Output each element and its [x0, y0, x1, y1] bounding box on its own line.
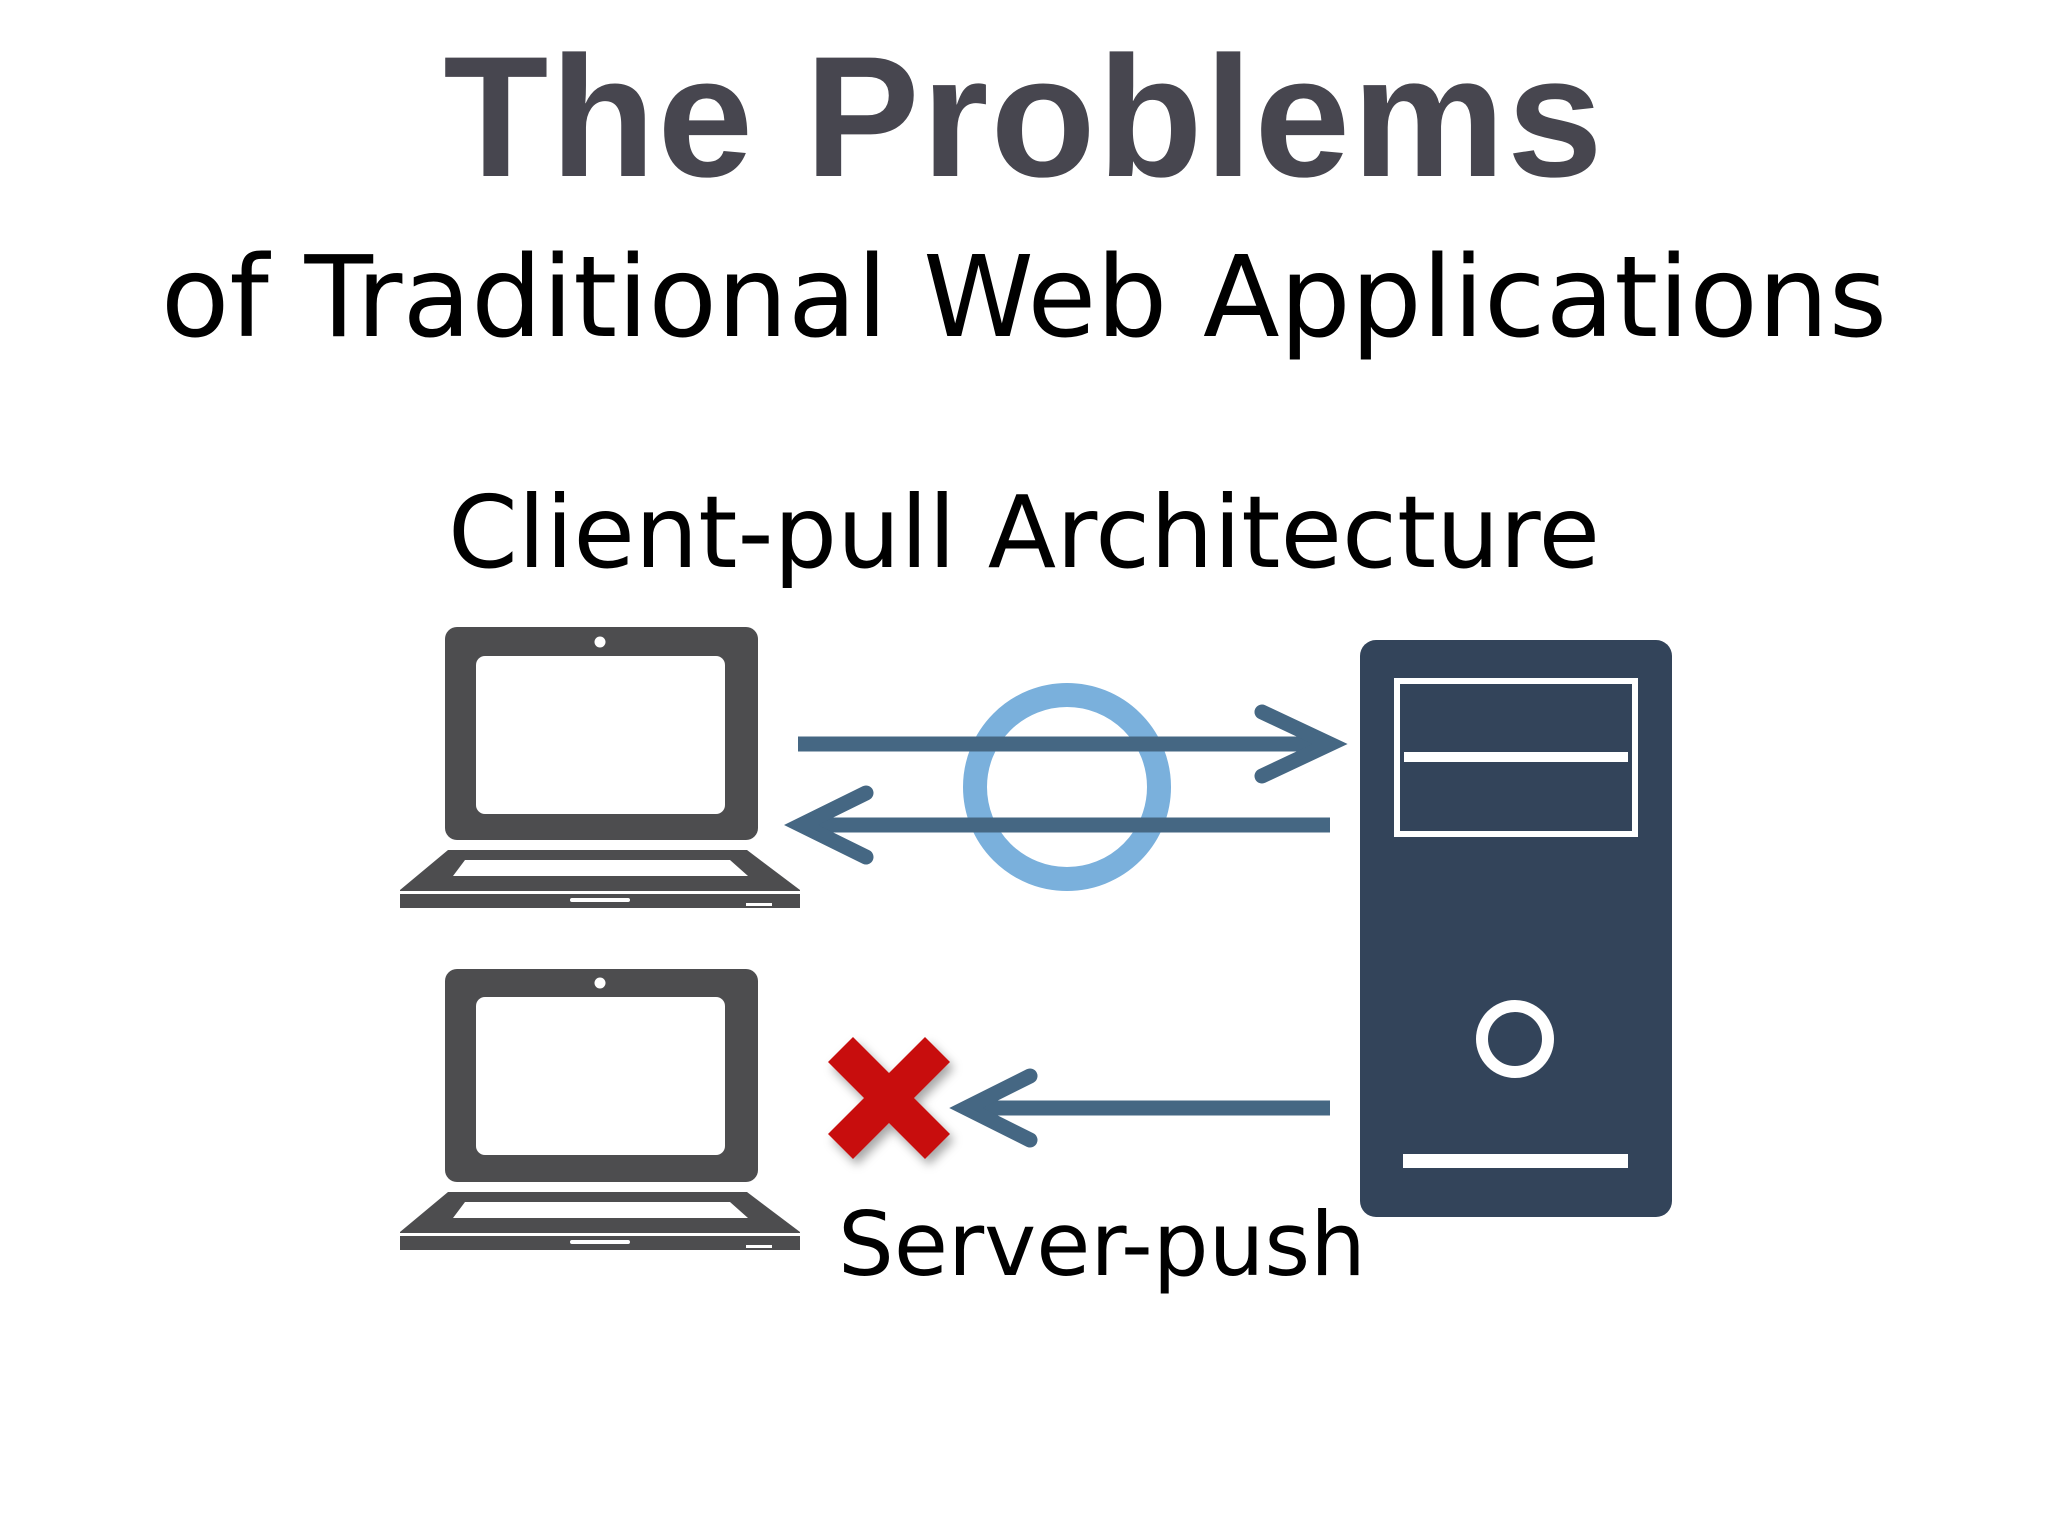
laptop-icon	[400, 627, 800, 908]
server-push-arrow	[949, 1068, 1330, 1148]
red-x-icon	[828, 1037, 950, 1159]
laptop-icon	[400, 969, 800, 1250]
server-tower-icon	[1360, 640, 1672, 1217]
response-arrow	[784, 785, 1330, 865]
server-push-label: Server-push	[838, 1193, 1366, 1296]
page-subtitle: of Traditional Web Applications	[160, 233, 1888, 363]
circle-loop-icon	[963, 683, 1171, 891]
page-title: The Problems	[443, 21, 1605, 213]
request-arrow	[798, 704, 1348, 784]
diagram-heading: Client-pull Architecture	[447, 474, 1600, 591]
